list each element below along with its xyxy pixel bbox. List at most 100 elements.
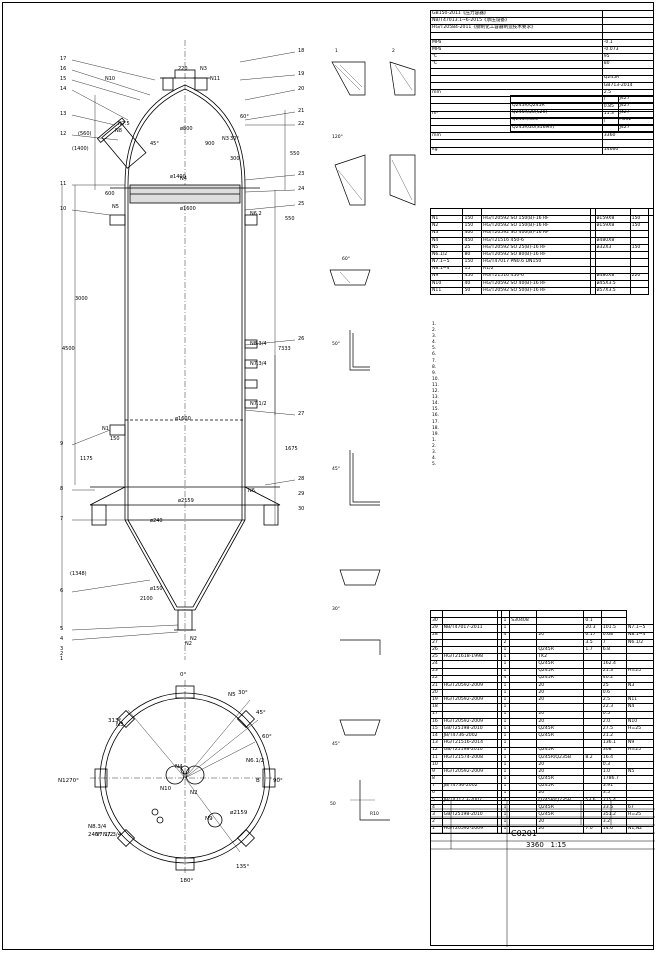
table-cell: N1: [429, 215, 464, 224]
title-block: C0201 3360 1:15: [430, 800, 655, 947]
svg-text:50°: 50°: [332, 341, 340, 347]
note-line: 1.: [432, 437, 437, 443]
dimension-label: ø240: [150, 518, 163, 524]
table-row: NB/T47013.1~6-2015《承压设备》: [430, 17, 655, 26]
plan-label: N2: [190, 790, 198, 796]
table-cell: JB/T4736-2002: [441, 782, 499, 791]
table-cell: [441, 638, 499, 647]
table-cell: 1: [501, 696, 511, 705]
table-cell: HG/T20592 SO 40(B)-16 RF: [481, 279, 591, 289]
table-row: [430, 31, 655, 40]
dimension-label: ø1400: [170, 174, 186, 180]
table-cell: 1: [501, 753, 511, 762]
table-cell: N6.1/2: [429, 251, 464, 260]
table-cell: Q245R: [536, 732, 585, 741]
table-header-cell: [583, 609, 602, 619]
title-block-grid: [431, 801, 655, 947]
table-cell: 23: [430, 667, 443, 676]
table-header-cell: [594, 207, 631, 217]
table-cell: [430, 31, 603, 40]
dimension-label: N1: [102, 426, 109, 432]
table-cell: 2: [501, 638, 511, 647]
callout-number: 25: [298, 201, 304, 207]
table-cell: GB150-2011《压力容器》: [430, 9, 603, 19]
table-cell: [441, 775, 499, 784]
table-cell: [583, 689, 602, 698]
table-cell: [441, 674, 499, 683]
table-cell: HG/T20592 SO 25(B)-16 RF: [481, 243, 591, 253]
plan-label: 30°: [238, 690, 248, 696]
table-cell: [509, 746, 538, 755]
table-row: GB713-2014: [430, 81, 655, 91]
table-cell: 2.0: [600, 717, 627, 727]
table-cell: H=25: [625, 746, 655, 755]
callout-number: 17: [60, 56, 66, 62]
callout-number: 15: [60, 76, 66, 82]
table-header-cell: [600, 609, 627, 619]
table-cell: 6.8: [600, 645, 627, 655]
table-cell: HG/T20592 SO 400(B)-16 RF: [481, 229, 591, 238]
table-header-cell: [441, 609, 499, 619]
callout-number: 22: [298, 121, 304, 127]
dimension-label: 550: [285, 216, 295, 222]
callout-number: 20: [298, 86, 304, 92]
table-cell: HG/T47017 PN0.6 DN150: [481, 258, 591, 267]
table-cell: 20: [536, 768, 585, 777]
table-cell: [583, 746, 602, 755]
dimension-label: N10: [105, 76, 115, 82]
table-cell: 450: [462, 236, 483, 245]
table-cell: TK2: [536, 653, 585, 662]
note-line: 3.: [432, 334, 437, 340]
table-cell: 1: [501, 617, 511, 626]
table-cell: 101.5: [600, 624, 627, 633]
table-cell: 1: [501, 768, 511, 777]
dimension-label: N4: [180, 176, 187, 182]
table-cell: [629, 251, 650, 260]
table-cell: ø32X3: [594, 243, 631, 253]
plan-label: N4: [175, 764, 183, 770]
note-line: 17.: [432, 419, 439, 425]
table-cell: HG/T20592 SO 150(B)-16 RF: [481, 222, 591, 231]
table-cell: Q245R/Q245R: [510, 102, 619, 111]
table-cell: 14: [430, 732, 443, 741]
table-cell: [509, 631, 538, 640]
table-cell: [583, 674, 602, 683]
table-cell: 20: [536, 717, 585, 727]
table-cell: 40.2: [600, 674, 627, 683]
table-cell: MPa: [430, 38, 603, 47]
table-cell: [510, 94, 619, 104]
table-cell: [583, 768, 602, 777]
table-header-cell: [509, 609, 538, 619]
note-line: 13.: [432, 395, 439, 401]
table-cell: 1: [501, 645, 511, 655]
table-cell: 1.7: [583, 645, 602, 655]
table-cell: [509, 782, 538, 791]
table-cell: 1: [501, 624, 511, 633]
table-cell: 40: [462, 279, 483, 289]
table-cell: [625, 775, 655, 784]
plan-label: 0°: [180, 672, 186, 678]
table-cell: [430, 81, 603, 91]
table-cell: [601, 17, 655, 26]
table-cell: 1: [501, 789, 511, 798]
table-cell: [601, 67, 655, 76]
table-cell: [536, 739, 585, 748]
table-cell: [583, 681, 602, 691]
table-cell: [509, 681, 538, 691]
table-cell: Q245R: [536, 660, 585, 669]
dimension-label: 2100: [140, 596, 153, 602]
table-cell: 27: [430, 638, 443, 647]
dn-value: 3360: [526, 841, 544, 849]
table-cell: N6.1/2: [625, 638, 655, 647]
